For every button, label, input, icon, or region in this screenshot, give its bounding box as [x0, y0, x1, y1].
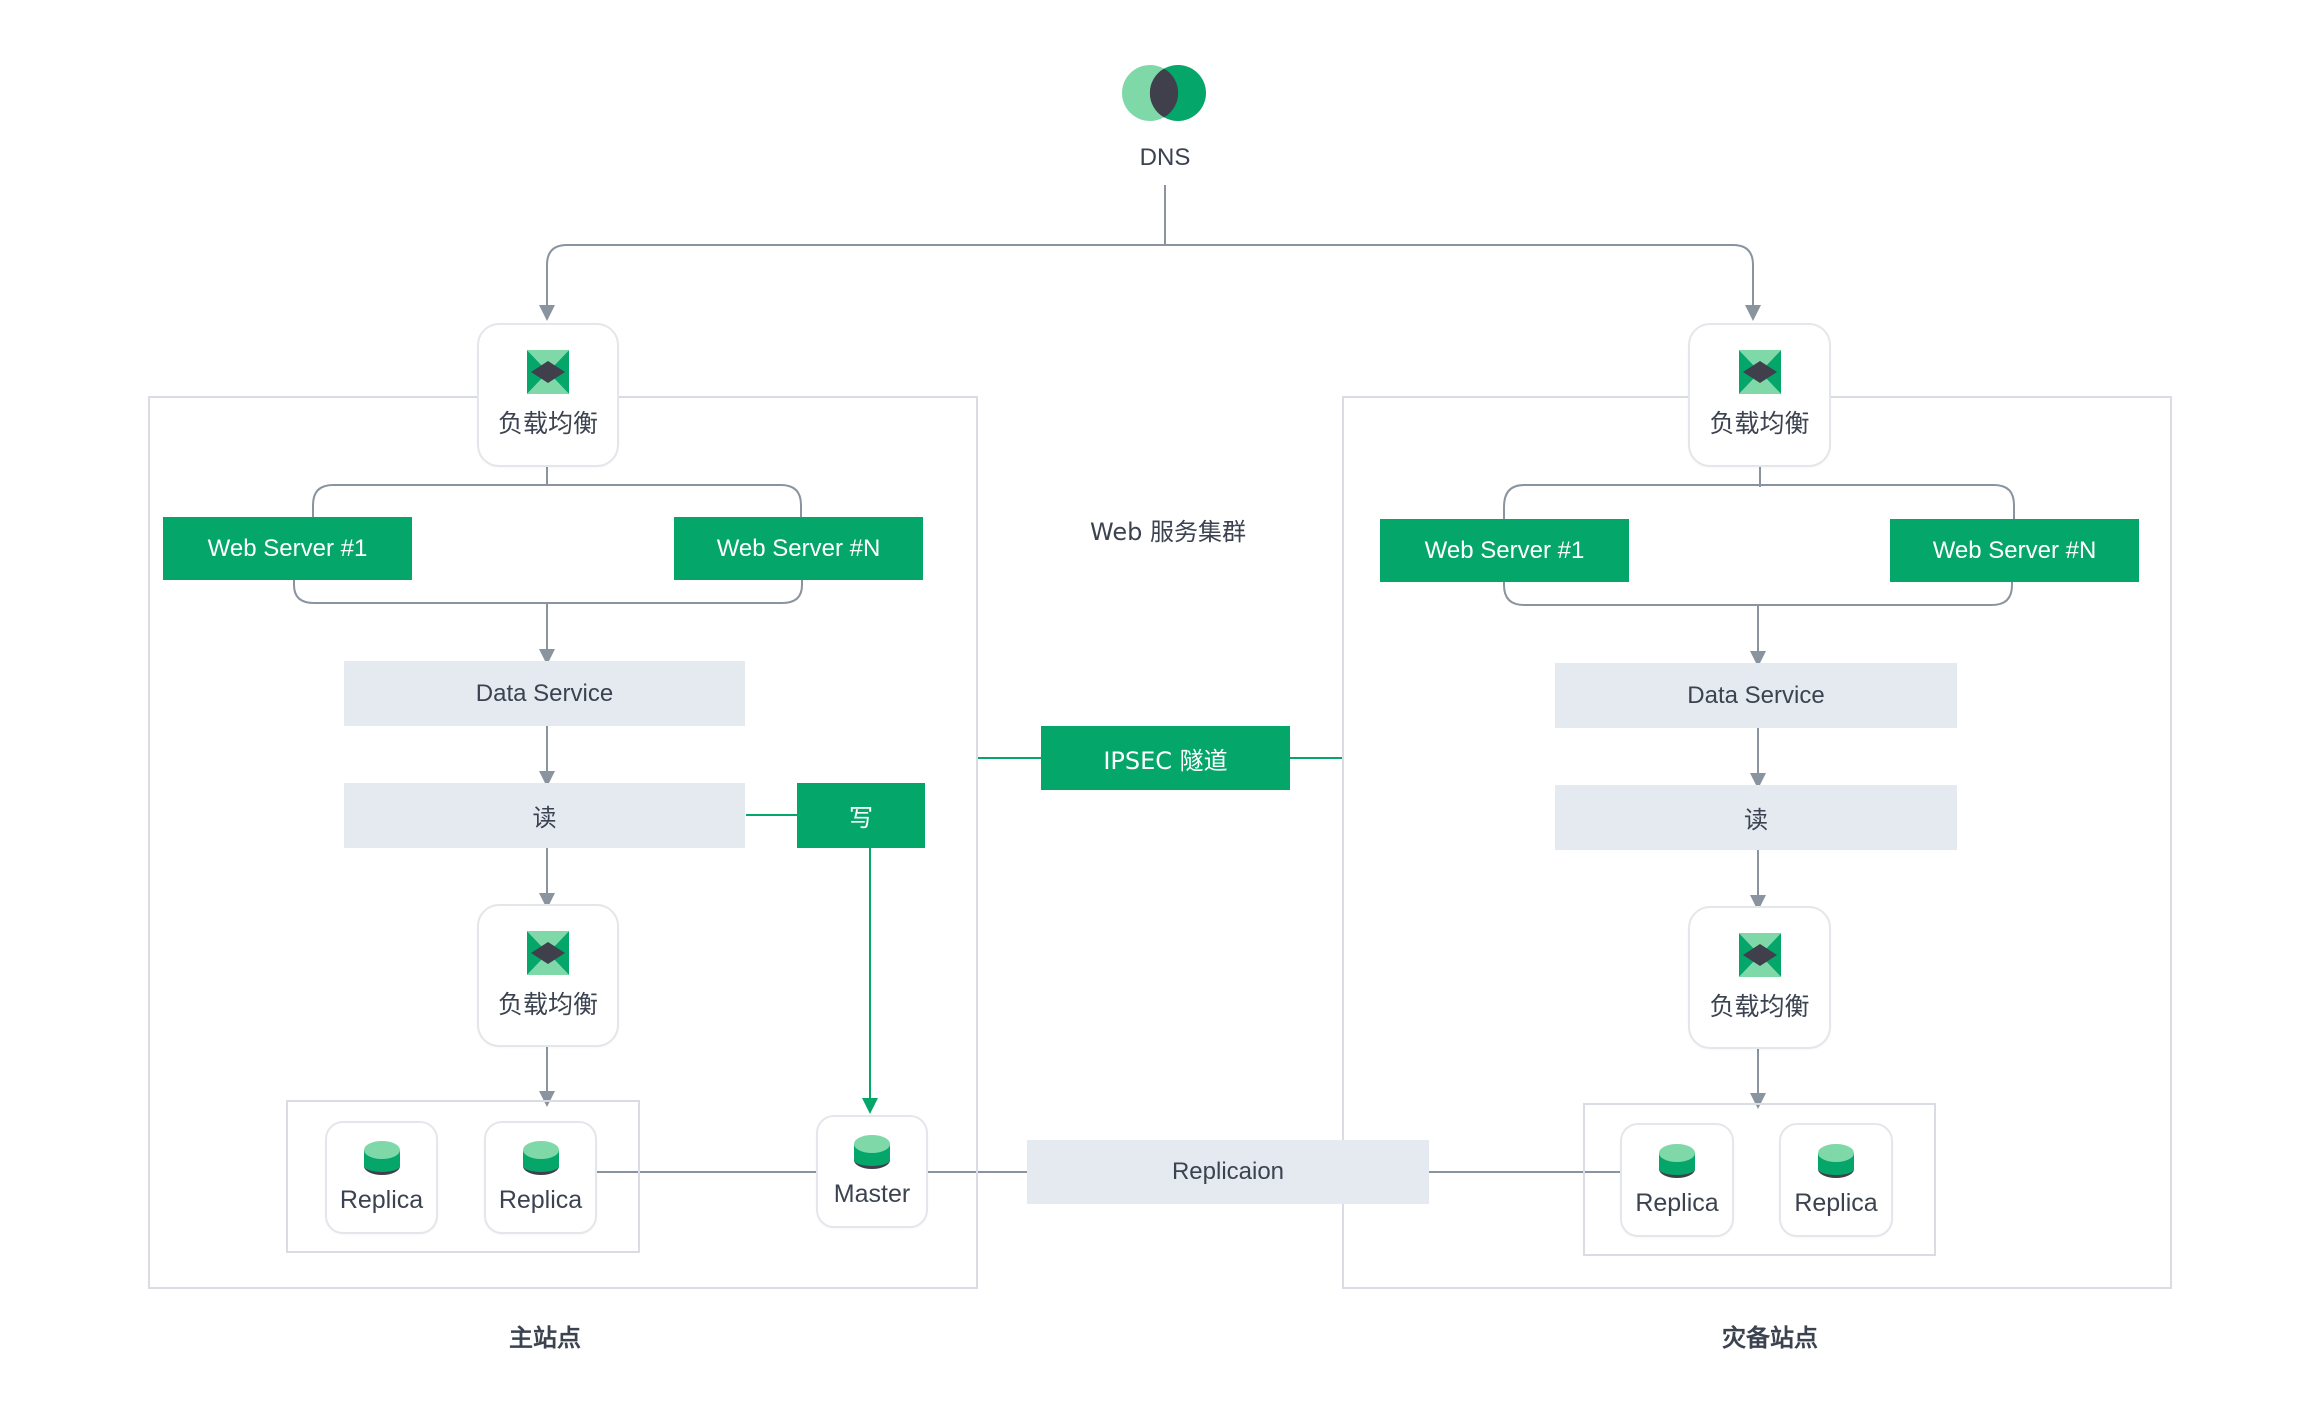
primary-web-server-1[interactable]: Web Server #1: [163, 517, 412, 580]
primary-master[interactable]: Master: [816, 1115, 928, 1228]
dr-data-service[interactable]: Data Service: [1555, 663, 1957, 728]
dr-load-balancer-top[interactable]: 负载均衡: [1688, 323, 1831, 467]
dns-icon: [1122, 62, 1206, 124]
primary-replica-2[interactable]: Replica: [484, 1121, 597, 1234]
primary-site-label: 主站点: [509, 1324, 581, 1352]
primary-replica-group: [286, 1100, 640, 1253]
dns-to-dr: [1165, 244, 1761, 321]
primary-write[interactable]: 写: [797, 783, 925, 848]
master-label: Master: [833, 1180, 911, 1208]
lb-label: 负载均衡: [497, 989, 598, 1019]
database-icon: [854, 1135, 890, 1169]
primary-load-balancer-bottom[interactable]: 负载均衡: [477, 904, 619, 1047]
database-icon: [1818, 1143, 1854, 1178]
dr-load-balancer-bottom[interactable]: 负载均衡: [1688, 906, 1831, 1049]
lb-label: 负载均衡: [1709, 991, 1810, 1021]
primary-web-server-n[interactable]: Web Server #N: [674, 517, 923, 580]
cluster-label: Web 服务集群: [1090, 518, 1246, 546]
p-web-fan: [312, 484, 802, 517]
replica-label: Replica: [498, 1186, 583, 1214]
replica-label: Replica: [1635, 1188, 1719, 1217]
ipsec-tunnel[interactable]: IPSEC 隧道: [1041, 726, 1290, 790]
dr-replica-2[interactable]: Replica: [1779, 1123, 1893, 1237]
dr-read[interactable]: 读: [1555, 785, 1957, 850]
replica-label: Replica: [339, 1186, 424, 1214]
lb-label: 负载均衡: [1709, 409, 1810, 438]
replica-label: Replica: [1794, 1188, 1878, 1217]
primary-replica-1[interactable]: Replica: [325, 1121, 438, 1234]
dr-replica-group: [1583, 1103, 1936, 1256]
load-balancer-icon: [1738, 932, 1781, 977]
dr-web-server-n[interactable]: Web Server #N: [1890, 519, 2139, 582]
load-balancer-icon: [527, 930, 569, 975]
database-icon: [1659, 1143, 1695, 1178]
primary-load-balancer-top[interactable]: 负载均衡: [477, 323, 619, 467]
replication-link[interactable]: Replicaion: [1027, 1140, 1429, 1204]
database-icon: [522, 1141, 559, 1175]
primary-data-service[interactable]: Data Service: [344, 661, 745, 726]
lb-label: 负载均衡: [497, 409, 598, 438]
primary-read[interactable]: 读: [344, 783, 745, 848]
dr-site-label: 灾备站点: [1722, 1324, 1818, 1352]
dns-label: DNS: [1139, 144, 1191, 171]
dr-web-server-1[interactable]: Web Server #1: [1380, 519, 1629, 582]
d-web-fan: [1503, 484, 2015, 519]
dr-replica-1[interactable]: Replica: [1620, 1123, 1734, 1237]
dns-to-primary: [539, 244, 1165, 321]
load-balancer-icon: [527, 350, 569, 394]
database-icon: [363, 1141, 400, 1175]
load-balancer-icon: [1738, 350, 1781, 394]
